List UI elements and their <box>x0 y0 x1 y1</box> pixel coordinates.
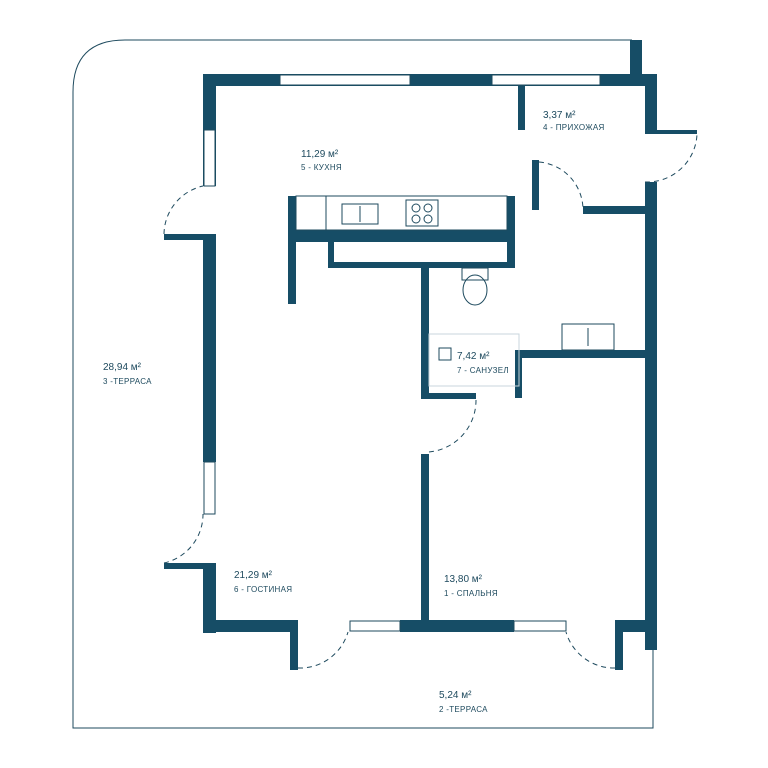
terrace-3-area: 28,94 м² <box>103 362 142 373</box>
kitchen-area: 11,29 м² <box>301 149 339 160</box>
windows <box>203 74 601 632</box>
terrace-2-name: 2 -ТЕРРАСА <box>439 705 488 714</box>
door-swings <box>163 133 698 669</box>
hallway-area: 3,37 м² <box>543 110 576 121</box>
bathroom-name: 7 - САНУЗЕЛ <box>457 366 509 375</box>
terrace-2-area: 5,24 м² <box>439 690 472 701</box>
bedroom-area: 13,80 м² <box>444 574 483 585</box>
shower-icon <box>428 333 520 387</box>
terrace-3-name: 3 -ТЕРРАСА <box>103 377 152 386</box>
living-area: 21,29 м² <box>234 570 273 581</box>
living-name: 6 - ГОСТИНАЯ <box>234 585 292 594</box>
kitchen-sink-icon <box>341 203 379 225</box>
hallway-name: 4 - ПРИХОЖАЯ <box>543 123 605 132</box>
toilet-icon <box>461 267 489 306</box>
walls <box>164 40 697 670</box>
bathroom-area: 7,42 м² <box>457 351 490 362</box>
terrace-outline <box>72 39 654 729</box>
room-labels: 11,29 м² 5 - КУХНЯ 3,37 м² 4 - ПРИХОЖАЯ … <box>103 110 605 714</box>
bedroom-name: 1 - СПАЛЬНЯ <box>444 589 498 598</box>
kitchen-name: 5 - КУХНЯ <box>301 163 342 172</box>
bath-sink-icon <box>561 323 615 351</box>
fixtures <box>295 195 615 387</box>
hob-icon <box>405 199 439 227</box>
